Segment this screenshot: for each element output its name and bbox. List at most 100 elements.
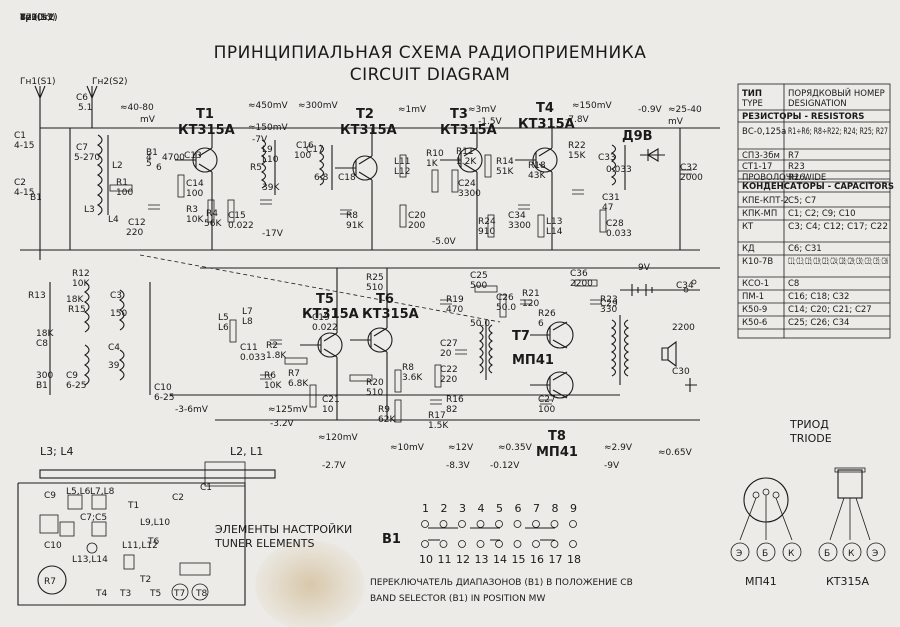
transistor-model: КТ315А [178,123,235,138]
voltage-label: -3.2V [270,419,295,429]
switch-pin-number: 11 [438,553,452,566]
tuner-part-label: T2 [139,575,151,585]
table-cell-designation: C11; C13; C15; C19; C23; C24; C28; C29; … [788,257,888,267]
table-cell-designation: C8 [788,279,799,289]
component-label: 910 [478,227,495,237]
component-label: C27 [440,339,458,349]
tuner-part-label: L7,L8 [90,487,115,497]
switch-pin-number: 10 [419,553,433,566]
component-label: C3 [110,291,122,301]
component-label: 330 [600,305,617,315]
mp41-label: МП41 [745,575,777,588]
table-header-type-en: TYPE [741,99,763,109]
transistor-labels: T1 КТ315А T2 КТ315А T3 КТ315А T4 КТ315А … [178,101,653,460]
switch-pin-number: 18 [567,553,581,566]
voltage-label: ≈0.35V [498,443,533,453]
tuner-part-label: T4 [95,589,107,599]
component-label: 500 [470,281,487,291]
transistor-name: T6 [376,292,394,307]
component-label: C21 [322,395,340,405]
component-label: C20 [408,211,426,221]
component-label: B1 [146,148,158,158]
component-label: B2 [20,13,32,23]
switch-contact [476,520,485,528]
component-label: R21 [522,289,540,299]
voltage-label: ≈0.65V [658,448,693,458]
component-label: 2000 [680,173,703,183]
table-cell-designation: C3; C4; C12; C17; C22 [788,222,888,232]
switch-label: B1 [382,532,401,547]
component-label: C7 [76,143,88,153]
component-label: 6.8 [314,173,329,183]
table-cell-type: КД [742,244,755,254]
component-label: 56K [204,219,222,229]
voltage-label: -8.3V [446,461,471,471]
component-label: R26 [538,309,556,319]
component-label: 3.6K [402,373,423,383]
component-label: 10K [72,279,90,289]
component-label: 3300 [458,189,481,199]
component-label: 6.8K [288,379,309,389]
switch-contact [458,520,466,528]
component-label: R25 [366,273,384,283]
component-label: C24 [458,179,476,189]
tuner-part-label: T1 [127,501,139,511]
component-label: C4 [108,343,120,353]
component-label: Tp1(Tr1) [19,13,58,23]
pin-label: Э [872,549,878,559]
component-label: R8 [346,211,358,221]
voltage-label: 9V [638,263,651,273]
component-label: R9 [378,405,390,415]
component-label: 47 [602,203,613,213]
pin-label: К [788,549,795,559]
table-cell-type: СП3-3бм [742,151,780,161]
switch-contact [476,540,485,548]
component-label: C30 [672,367,690,377]
voltage-label: ≈150mV [572,101,612,111]
component-label: R13 [28,291,46,301]
component-label: R10 [426,149,444,159]
component-label: 150 [110,309,127,319]
table-cell-type: КТ [742,222,754,232]
component-label: C22 [440,365,458,375]
tuner-part-label: L13,L14 [72,555,108,565]
component-label: C36 [570,269,588,279]
switch-pin-number: 4 [478,502,485,515]
component-label: R16 [446,395,464,405]
triode-title-en: TRIODE [789,432,832,445]
component-label: L3 [84,205,95,215]
table-cell-type: СТ1-17 [742,162,772,172]
antenna-label: Гн2(S2) [92,77,128,87]
transistor-model: КТ315А [302,307,359,322]
component-label: 5.1 [78,103,92,113]
switch-pin-number: 1 [422,502,429,515]
component-label: 2200 [570,279,593,289]
rod-label: L2, L1 [230,445,263,458]
component-label: 4700 [162,153,185,163]
voltage-label: -0.9V [638,105,663,115]
voltage-label: ≈40-80 [120,103,154,113]
component-label: 100 [538,405,555,415]
table-cell-designation: R1÷R6; R8÷R22; R24; R25; R27 [788,127,888,137]
component-label: 4-15 [14,188,34,198]
component-label: 50.0 [496,303,516,313]
switch-contact [513,540,522,548]
transistor-model: КТ315А [518,117,575,132]
table-header-type-ru: ТИП [742,89,762,99]
switch-contact [532,520,540,528]
component-label: 2200 [672,323,695,333]
tuner-part-label: C1 [200,483,212,493]
transistor-name: T4 [536,101,554,116]
switch-pin-number: 6 [515,502,522,515]
tuner-part-label: L9,L10 [140,518,170,528]
component-label: 91K [346,221,364,231]
component-label: 5-270 [74,153,100,163]
transistor-name: T2 [356,107,374,122]
component-label: 0.033 [606,165,632,175]
transistor-name: T7 [512,329,530,344]
pin-label: К [848,549,855,559]
component-label: 82 [446,405,457,415]
component-label: 5 [146,159,152,169]
voltage-label: -7V [252,135,268,145]
